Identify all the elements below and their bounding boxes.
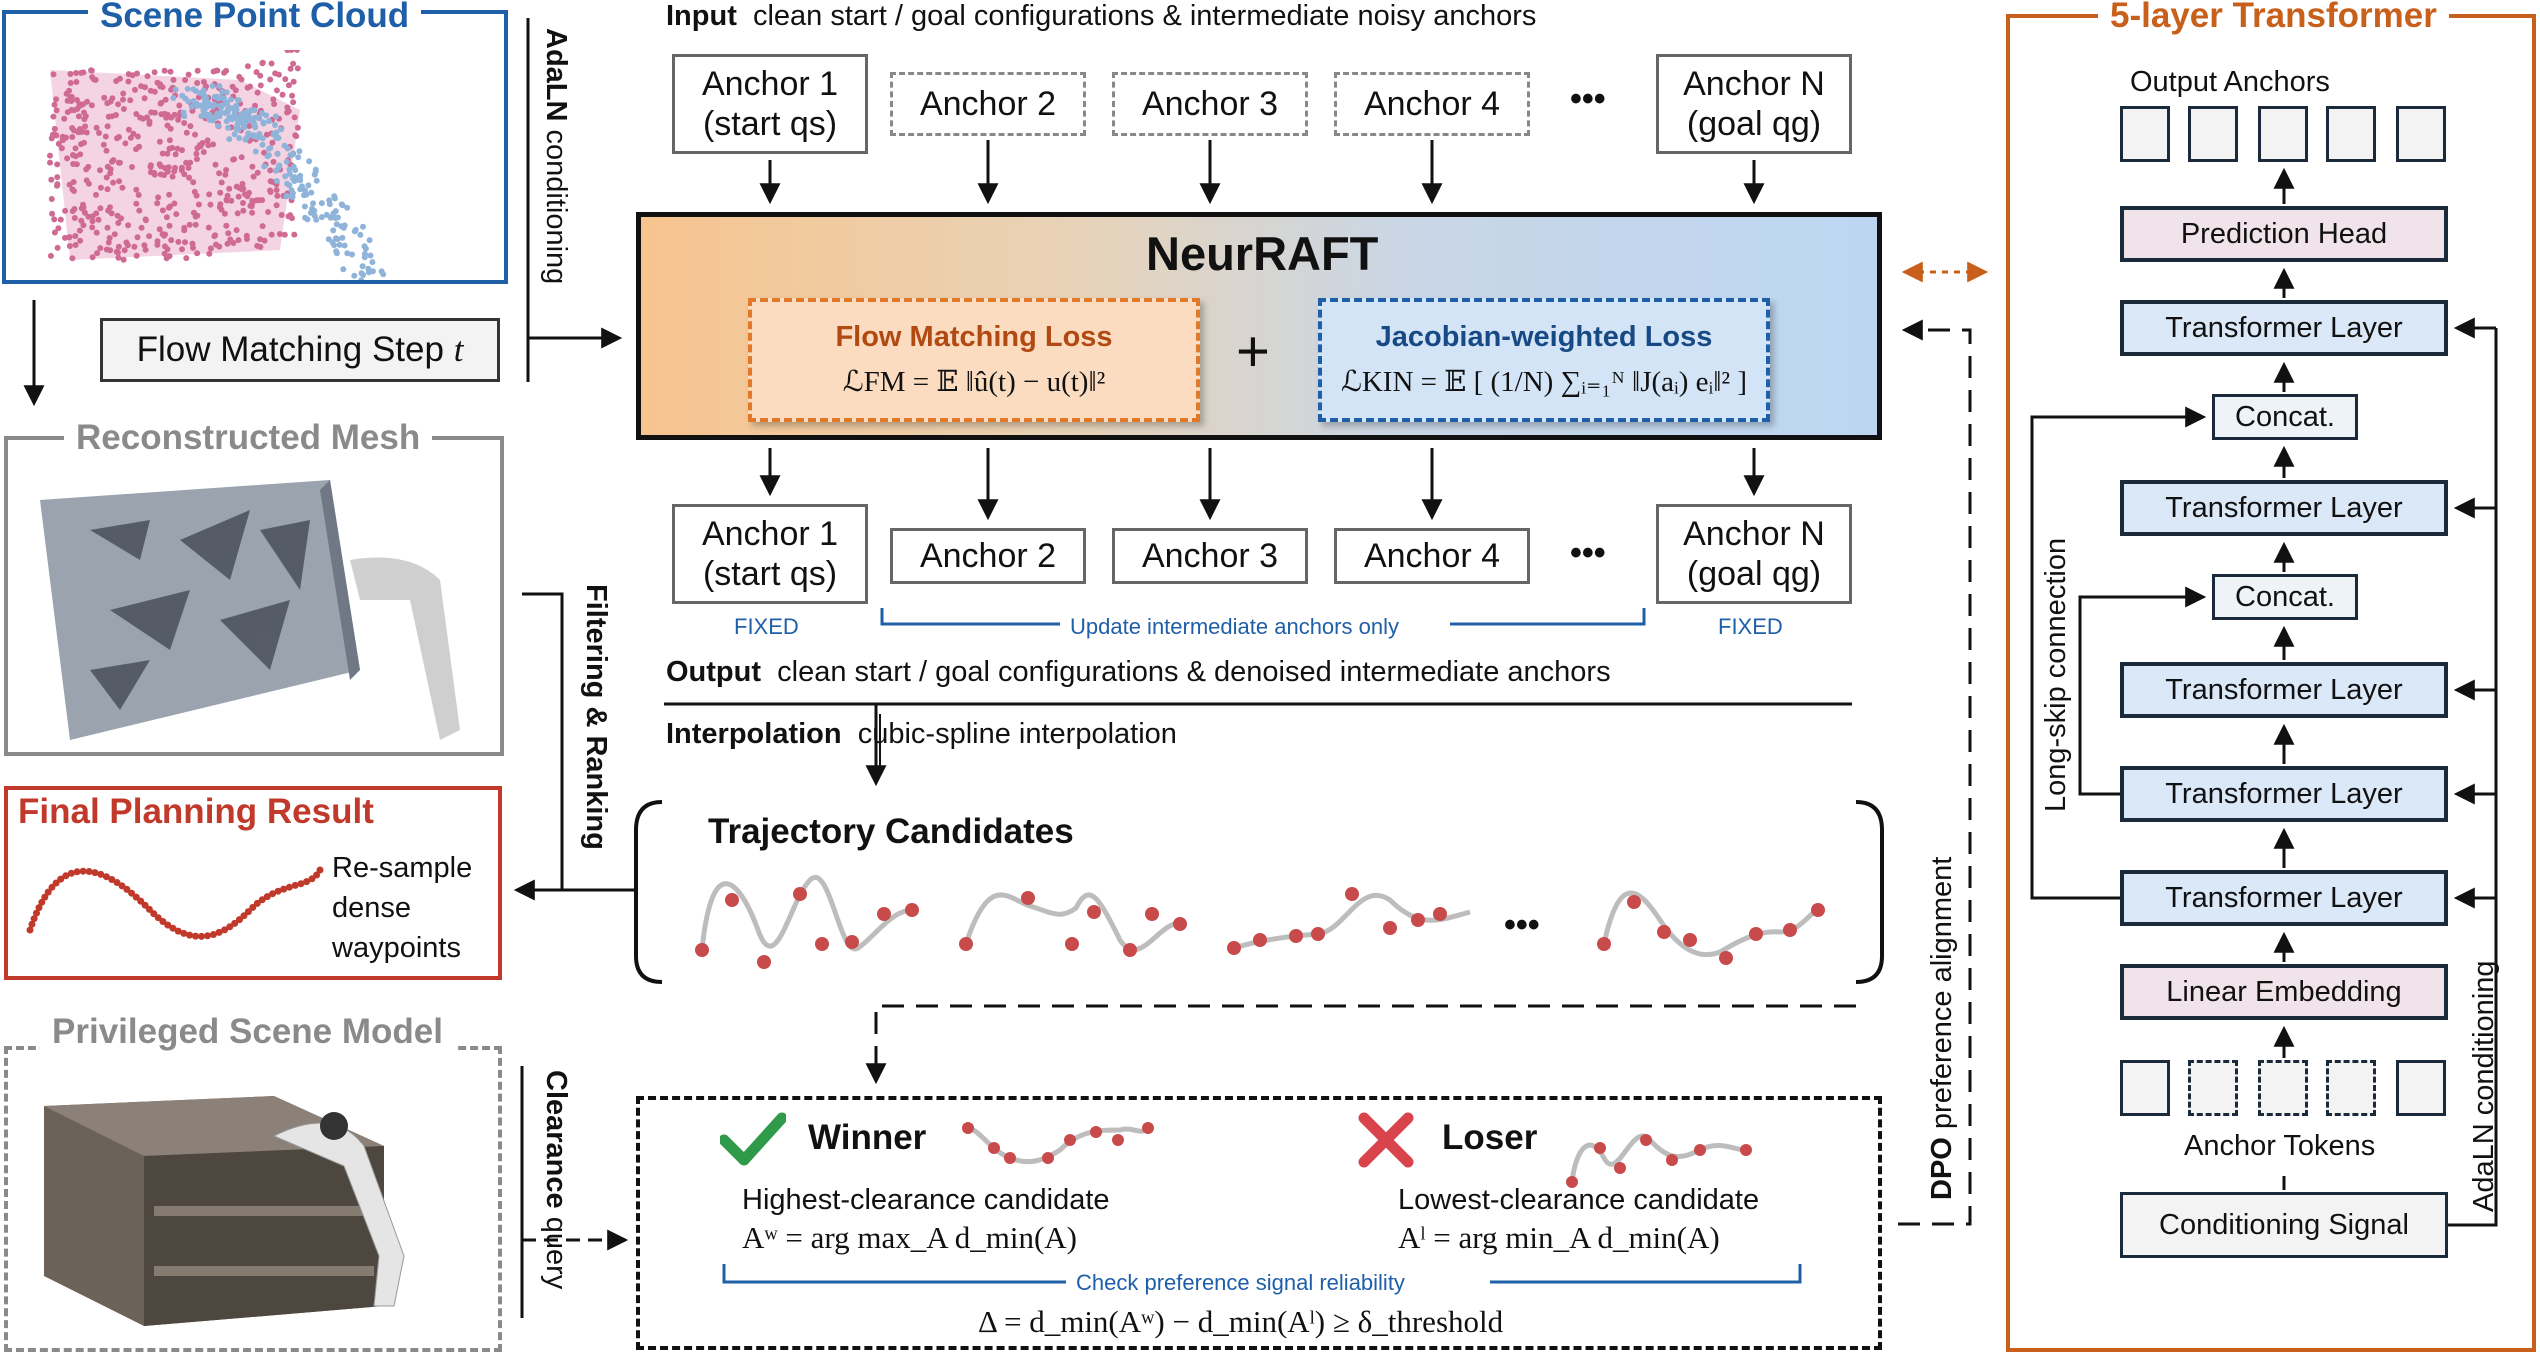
transformer-layer-1: Transformer Layer — [2120, 870, 2448, 926]
flow-matching-step-label: Flow Matching Step — [136, 330, 444, 369]
delta-formula: Δ = d_min(Aʷ) − d_min(Aˡ) ≥ δ_threshold — [978, 1304, 1504, 1339]
flow-matching-step-box: Flow Matching Step t — [100, 318, 500, 382]
anchor-token-3 — [2258, 1060, 2308, 1116]
input-anchor-n: Anchor N(goal qg) — [1656, 54, 1852, 154]
cross-icon — [1358, 1112, 1414, 1168]
update-bracket — [880, 608, 1646, 626]
input-anchor-2: Anchor 2 — [890, 72, 1086, 136]
scene-point-cloud-title: Scene Point Cloud — [88, 0, 422, 36]
jacobian-loss-formula: ℒKIN = 𝔼 [ (1/N) ∑ᵢ₌₁ᴺ ‖J(aᵢ) eᵢ‖² ] — [1340, 366, 1748, 398]
input-caption: Input clean start / goal configurations … — [666, 0, 1537, 32]
input-anchor-ellipsis: ••• — [1570, 80, 1606, 118]
prediction-head: Prediction Head — [2120, 206, 2448, 262]
concat-2: Concat. — [2212, 394, 2358, 440]
anchor-tokens-label: Anchor Tokens — [2184, 1130, 2376, 1162]
fixed-label-goal: FIXED — [1718, 614, 1783, 639]
final-planning-panel — [4, 786, 502, 980]
input-anchor-4: Anchor 4 — [1334, 72, 1530, 136]
candidates-to-preference-arrow — [865, 1004, 1856, 1085]
output-token-3 — [2258, 106, 2308, 162]
final-planning-title: Final Planning Result — [18, 792, 374, 831]
final-planning-text: Re-sample dense waypoints — [332, 852, 473, 964]
anchor-token-1 — [2120, 1060, 2170, 1116]
adaln-conditioning-lines — [2448, 317, 2498, 1227]
privileged-scene-image — [44, 1096, 405, 1326]
output-anchor-1: Anchor 1(start qs) — [672, 504, 868, 604]
reconstructed-mesh-title: Reconstructed Mesh — [64, 418, 433, 458]
preference-block — [636, 1096, 1882, 1350]
trajectory-candidates-title: Trajectory Candidates — [708, 812, 1074, 851]
input-arrows — [759, 140, 1765, 205]
output-token-2 — [2188, 106, 2238, 162]
check-reliability-label: Check preference signal reliability — [1076, 1270, 1405, 1295]
transformer-layer-2: Transformer Layer — [2120, 766, 2448, 822]
candidates-frame — [634, 800, 663, 984]
winner-formula: Aʷ = arg max_A d_min(A) — [742, 1220, 1077, 1255]
transformer-title: 5-layer Transformer — [2098, 0, 2449, 36]
input-anchor-1: Anchor 1(start qs) — [672, 54, 868, 154]
output-anchor-2: Anchor 2 — [890, 528, 1086, 584]
plus-sign: + — [1236, 319, 1270, 384]
flow-matching-loss-formula: ℒFM = 𝔼 ‖û(t) − u(t)‖² — [842, 366, 1106, 398]
anchor-token-5 — [2396, 1060, 2446, 1116]
loser-label: Loser — [1442, 1118, 1538, 1157]
jacobian-loss-title: Jacobian-weighted Loss — [1375, 321, 1713, 353]
winner-label: Winner — [808, 1118, 927, 1157]
output-anchors-label: Output Anchors — [2130, 66, 2330, 98]
long-skip-connections — [2030, 406, 2207, 900]
anchor-token-4 — [2326, 1060, 2376, 1116]
output-arrows — [759, 448, 1765, 521]
filtering-bracket — [522, 592, 564, 892]
jacobian-loss-box: Jacobian-weighted Loss ℒKIN = 𝔼 [ (1/N) … — [1318, 298, 1770, 422]
privileged-scene-title: Privileged Scene Model — [40, 1012, 455, 1052]
output-token-4 — [2326, 106, 2376, 162]
anchor-token-2 — [2188, 1060, 2238, 1116]
check-icon — [720, 1112, 786, 1166]
flow-matching-loss-title: Flow Matching Loss — [835, 321, 1113, 353]
transformer-layer-5: Transformer Layer — [2120, 300, 2448, 356]
fixed-label-start: FIXED — [734, 614, 799, 639]
candidates-ellipsis: ••• — [1504, 906, 1540, 944]
neurraft-title: NeurRAFT — [1146, 227, 1379, 280]
candidates-frame-right — [1855, 800, 1884, 984]
update-intermediate-label: Update intermediate anchors only — [1070, 614, 1399, 639]
output-anchor-3: Anchor 3 — [1112, 528, 1308, 584]
linear-embedding: Linear Embedding — [2120, 964, 2448, 1020]
flow-matching-loss-box: Flow Matching Loss ℒFM = 𝔼 ‖û(t) − u(t)‖… — [748, 298, 1200, 422]
mesh-image — [40, 480, 460, 740]
interpolation-caption: Interpolation cubic-spline interpolation — [666, 718, 1177, 750]
output-token-1 — [2120, 106, 2170, 162]
conditioning-signal: Conditioning Signal — [2120, 1192, 2448, 1258]
point-cloud-image — [47, 50, 387, 280]
dense-waypoints-curve — [26, 866, 324, 940]
loser-formula: Aˡ = arg min_A d_min(A) — [1398, 1220, 1720, 1255]
transformer-layer-3: Transformer Layer — [2120, 662, 2448, 718]
output-caption: Output clean start / goal configurations… — [666, 656, 1611, 688]
output-token-5 — [2396, 106, 2446, 162]
loser-description: Lowest-clearance candidate — [1398, 1184, 1760, 1216]
dpo-feedback-path — [1898, 319, 1972, 1226]
winner-description: Highest-clearance candidate — [742, 1184, 1110, 1216]
candidate-waypoints — [695, 887, 1825, 1188]
output-anchor-n: Anchor N(goal qg) — [1656, 504, 1852, 604]
transformer-layer-4: Transformer Layer — [2120, 480, 2448, 536]
concat-1: Concat. — [2212, 574, 2358, 620]
check-bracket — [722, 1264, 1802, 1284]
output-anchor-ellipsis: ••• — [1570, 534, 1606, 572]
input-anchor-3: Anchor 3 — [1112, 72, 1308, 136]
output-anchor-4: Anchor 4 — [1334, 528, 1530, 584]
